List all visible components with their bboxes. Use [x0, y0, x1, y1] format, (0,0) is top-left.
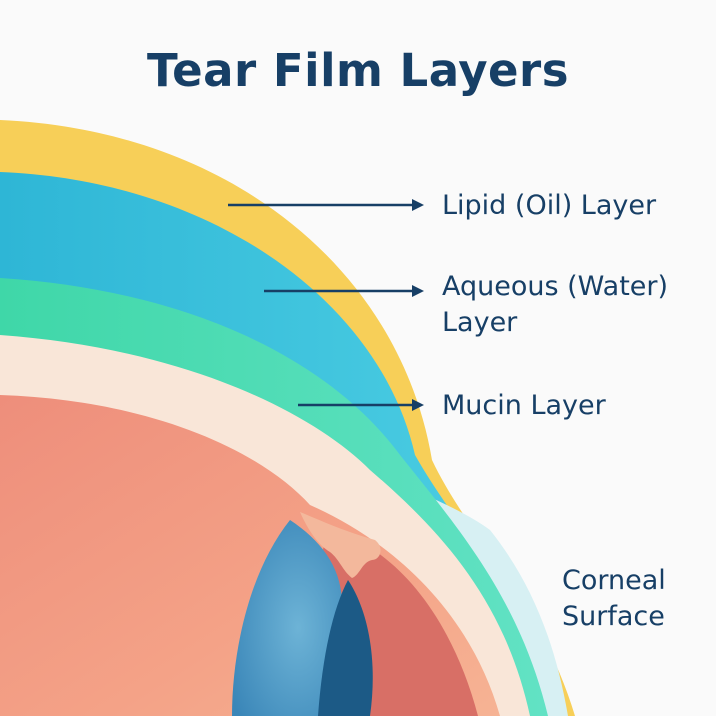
cornea-label-line1: Corneal: [562, 565, 666, 596]
aqueous-arrow: [264, 285, 424, 297]
aqueous-label-line1: Aqueous (Water): [442, 271, 669, 302]
lipid-arrow: [228, 199, 424, 211]
mucin-label-text: Mucin Layer: [442, 390, 606, 421]
mucin-arrow: [298, 399, 424, 411]
lens: [318, 580, 373, 716]
cornea-label-line2: Surface: [562, 601, 665, 632]
mucin-layer-label: Mucin Layer: [442, 388, 606, 424]
aqueous-label-line2: Layer: [442, 307, 518, 338]
page-title: Tear Film Layers: [146, 44, 570, 97]
aqueous-layer-label: Aqueous (Water) Layer: [442, 269, 668, 341]
iris: [232, 520, 343, 716]
corneal-surface-label: Corneal Surface: [562, 563, 666, 635]
lipid-layer-label: Lipid (Oil) Layer: [442, 188, 656, 224]
lipid-label-text: Lipid (Oil) Layer: [442, 190, 657, 221]
ciliary-fringe: [300, 512, 381, 578]
